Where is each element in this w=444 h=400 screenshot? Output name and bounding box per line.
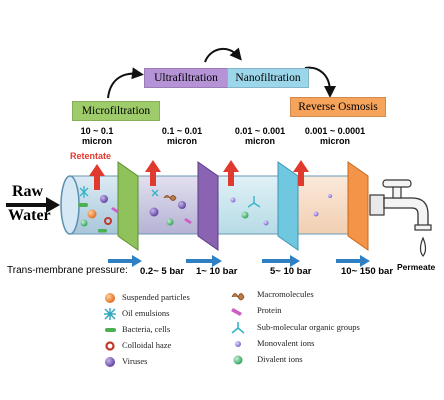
membrane-microfiltration (117, 161, 139, 251)
sub-molecular-organic-groups-icon (231, 322, 245, 334)
retentate-label: Retentate (70, 151, 112, 161)
retentate-arrows (89, 160, 309, 190)
flow-arrow-3 (304, 66, 336, 98)
pressure-microfiltration: 0.2~ 5 bar (140, 266, 185, 277)
pressure-reverse-osmosis: 10~ 150 bar (341, 266, 394, 277)
label-ultrafiltration: Ultrafiltration (144, 68, 228, 88)
membrane-nanofiltration (277, 161, 299, 251)
water-drop-icon (419, 236, 427, 257)
flow-arrow-1 (107, 67, 144, 99)
flow-arrow-2 (204, 47, 242, 63)
pore-size-reverse-osmosis: 0.001 ~ 0.0001 micron (304, 126, 366, 146)
faucet-icon (369, 179, 432, 231)
legend-protein: Protein (257, 305, 282, 315)
raw-water-label-line1: Raw (12, 183, 44, 200)
pipe-segment-3 (208, 176, 288, 234)
permeate-label: Permeate (397, 262, 436, 272)
legend-viruses: Viruses (122, 356, 148, 366)
membrane-ultrafiltration (197, 161, 219, 251)
pipe-segment-2 (128, 176, 208, 234)
monovalent-ions-icon (235, 341, 241, 347)
pipe-inlet (60, 175, 80, 235)
legend-colloidal-haze: Colloidal haze (122, 340, 172, 350)
membrane-reverse-osmosis (347, 161, 369, 251)
pressure-title: Trans-membrane pressure: (7, 265, 128, 276)
pressure-arrows (108, 255, 370, 267)
pore-size-ultrafiltration: 0.1 ~ 0.01 micron (161, 126, 203, 146)
divalent-ions-icon (233, 355, 243, 365)
suspended-particles-icon (105, 293, 115, 303)
legend-sub-molecular-organic-groups: Sub-molecular organic groups (257, 322, 360, 332)
label-microfiltration: Microfiltration (72, 101, 160, 121)
protein-icon (231, 308, 242, 316)
legend-divalent-ions: Divalent ions (257, 354, 303, 364)
pressure-nanofiltration: 5~ 10 bar (270, 266, 312, 277)
legend-monovalent-ions: Monovalent ions (257, 338, 315, 348)
particles (78, 186, 332, 233)
pore-size-microfiltration: 10 ~ 0.1 micron (80, 126, 114, 146)
legend-macromolecules: Macromolecules (257, 289, 314, 299)
raw-water-label-line2: Water (8, 207, 51, 224)
label-reverse-osmosis: Reverse Osmosis (290, 97, 386, 117)
pore-size-nanofiltration: 0.01 ~ 0.001 micron (234, 126, 286, 146)
raw-water-arrow (6, 197, 60, 213)
macromolecules-icon (231, 293, 245, 301)
colloidal-haze-icon (105, 341, 115, 351)
legend-suspended-particles: Suspended particles (122, 292, 190, 302)
label-nanofiltration: Nanofiltration (227, 68, 309, 88)
legend-bacteria-cells: Bacteria, cells (122, 324, 171, 334)
legend-oil-emulsions: Oil emulsions (122, 308, 170, 318)
viruses-icon (105, 357, 115, 367)
oil-emulsions-icon (104, 308, 116, 320)
bacteria-cells-icon (105, 328, 116, 332)
pressure-ultrafiltration: 1~ 10 bar (196, 266, 238, 277)
